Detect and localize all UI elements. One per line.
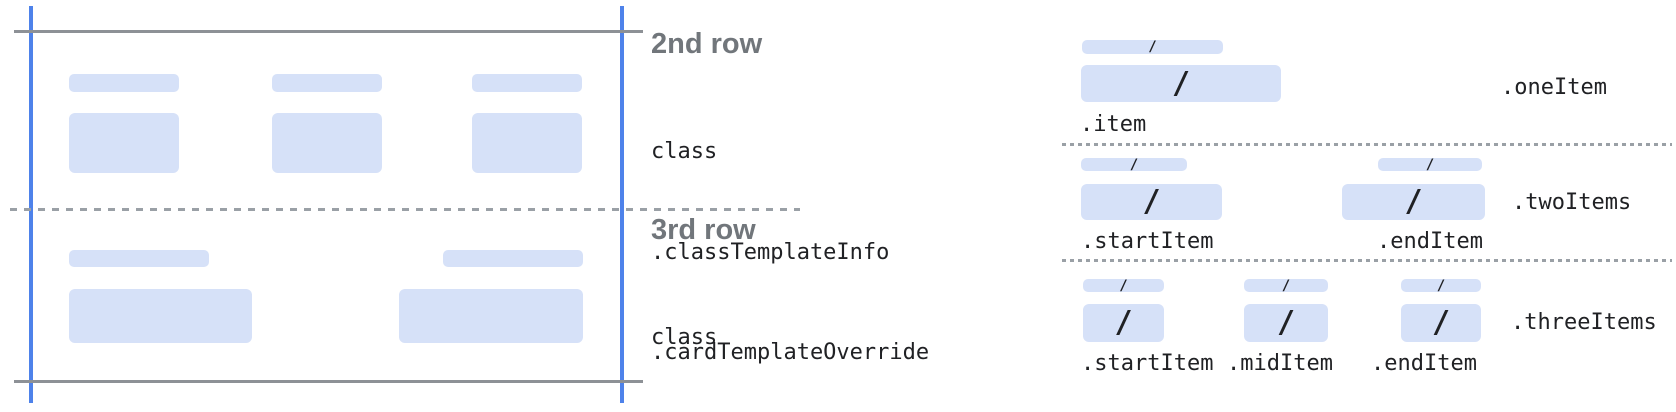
code-line: class	[651, 139, 718, 164]
slash-glyph: /	[1142, 184, 1161, 219]
row2-col2-label-placeholder	[272, 74, 382, 92]
slash-glyph: /	[1129, 156, 1139, 173]
enditem-field-label: .endItem	[1377, 229, 1483, 254]
slash-glyph: /	[1281, 277, 1291, 294]
slash-glyph: /	[1171, 65, 1191, 101]
twoitems-start-label-bar: /	[1081, 156, 1187, 173]
threeitems-start-value-bar: /	[1083, 304, 1164, 342]
card-top-boundary	[14, 30, 643, 33]
enditem-field-label: .endItem	[1371, 351, 1477, 376]
code-line: .cardTemplateOverride	[651, 340, 930, 365]
row2-col1-label-placeholder	[69, 74, 179, 92]
card-bottom-boundary	[14, 380, 643, 383]
row3-heading: 3rd row	[651, 214, 756, 246]
slash-glyph: /	[1436, 277, 1446, 294]
slash-glyph: /	[1114, 305, 1133, 340]
slash-glyph: /	[1119, 277, 1128, 294]
threeitems-end-value-bar: /	[1401, 304, 1481, 342]
threeitems-start-label-bar: /	[1083, 277, 1164, 294]
row3-class-path: class .classTemplateInfo .cardTemplateOv…	[651, 254, 969, 412]
row3-col2-value-placeholder	[399, 289, 583, 343]
code-line: class	[651, 325, 718, 350]
startitem-field-label: .startItem	[1081, 229, 1214, 254]
row3-col1-label-placeholder	[69, 250, 209, 267]
row2-col1-value-placeholder	[69, 113, 179, 173]
twoitems-end-value-bar: /	[1342, 184, 1485, 220]
slash-glyph: /	[1148, 39, 1157, 55]
slash-glyph: /	[1404, 184, 1423, 219]
section-divider-dotted	[1062, 259, 1672, 262]
threeitems-end-label-bar: /	[1401, 277, 1481, 294]
row2-col2-value-placeholder	[272, 113, 382, 173]
row3-col2-label-placeholder	[443, 250, 583, 267]
item-field-label: .item	[1080, 112, 1147, 137]
slash-glyph: /	[1431, 305, 1451, 340]
oneitem-value-bar: /	[1081, 65, 1281, 102]
slash-glyph: /	[1425, 156, 1435, 173]
twoitems-start-value-bar: /	[1081, 184, 1222, 220]
row2-col3-label-placeholder	[472, 74, 582, 92]
slash-glyph: /	[1276, 305, 1296, 340]
threeitems-mid-label-bar: /	[1244, 277, 1328, 294]
startitem-field-label: .startItem	[1081, 351, 1214, 376]
row-divider-dashed	[10, 208, 800, 211]
twoitems-section-label: .twoItems	[1512, 190, 1632, 215]
row2-heading: 2nd row	[651, 28, 763, 60]
threeitems-section-label: .threeItems	[1511, 310, 1657, 335]
section-divider-dotted	[1062, 143, 1672, 146]
code-line: .classTemplateInfo	[651, 239, 890, 265]
card-right-edge-guide	[620, 6, 624, 403]
row2-class-path: class .classTemplateInfo .cardTemplateOv…	[651, 68, 969, 412]
oneitem-label-bar: /	[1082, 40, 1223, 54]
card-left-edge-guide	[29, 6, 33, 403]
row2-col3-value-placeholder	[472, 113, 582, 173]
oneitem-section-label: .oneItem	[1501, 75, 1607, 100]
miditem-field-label: .midItem	[1227, 351, 1333, 376]
row3-col1-value-placeholder	[69, 289, 252, 343]
threeitems-mid-value-bar: /	[1244, 304, 1328, 342]
twoitems-end-label-bar: /	[1378, 156, 1482, 173]
